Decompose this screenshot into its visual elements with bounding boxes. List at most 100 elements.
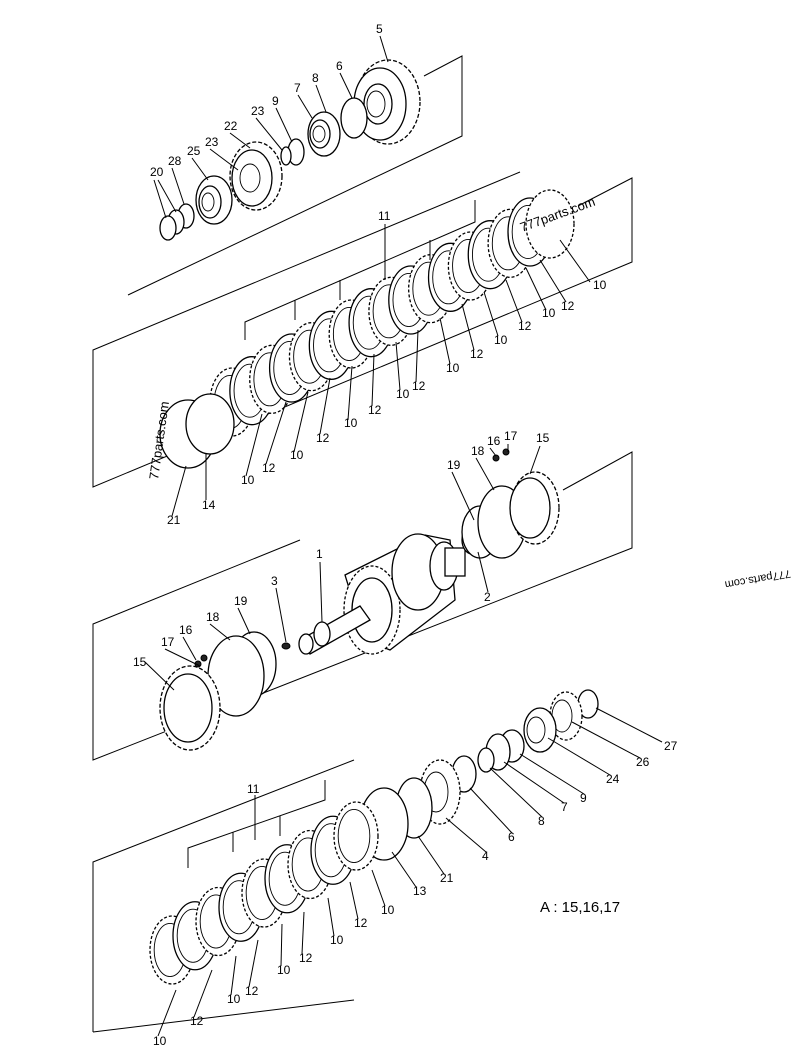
leader-line bbox=[255, 117, 283, 151]
leader-line bbox=[275, 107, 293, 143]
leader-line bbox=[439, 317, 451, 365]
callout-g1-23a: 23 bbox=[251, 104, 265, 118]
plug-part-3 bbox=[281, 642, 291, 650]
leader-line bbox=[315, 84, 327, 113]
leader-line bbox=[571, 721, 641, 759]
leader-line bbox=[157, 179, 177, 213]
leader-line bbox=[547, 737, 611, 776]
leader-line bbox=[230, 955, 237, 996]
callout-g3-18b: 18 bbox=[206, 610, 220, 624]
frame-group-2 bbox=[92, 171, 633, 488]
leader-line bbox=[153, 179, 167, 219]
leader-line bbox=[483, 291, 499, 337]
callout-g2-12b: 12 bbox=[518, 319, 532, 333]
callout-g2-10d: 10 bbox=[446, 361, 460, 375]
callout-g4-12c: 12 bbox=[245, 984, 259, 998]
callout-g1-25: 25 bbox=[187, 144, 201, 158]
callout-g2-10h: 10 bbox=[241, 473, 255, 487]
clutch-group-4-plate-inner bbox=[337, 809, 371, 863]
leader-line bbox=[191, 157, 209, 181]
callout-g2-10c: 10 bbox=[494, 333, 508, 347]
callout-g3-17b: 17 bbox=[161, 635, 175, 649]
leader-line bbox=[275, 587, 287, 643]
group-4-clutch-pack bbox=[149, 801, 379, 985]
leader-line bbox=[280, 923, 283, 967]
leader-line bbox=[519, 753, 585, 795]
callout-g2-11: 11 bbox=[378, 209, 391, 223]
callout-g4-12a: 12 bbox=[354, 916, 368, 930]
leader-line bbox=[371, 353, 375, 407]
callout-g1-23b: 23 bbox=[205, 135, 219, 149]
callout-g3-15b: 15 bbox=[133, 655, 147, 669]
leader-line bbox=[451, 471, 475, 521]
callout-g2-12f: 12 bbox=[316, 431, 330, 445]
leader-line bbox=[371, 869, 386, 907]
callout-g2-10b: 10 bbox=[542, 306, 556, 320]
leader-line bbox=[339, 72, 353, 99]
leader-line bbox=[395, 341, 401, 391]
leader-lines bbox=[144, 35, 663, 1037]
pin-part-17-left bbox=[200, 654, 208, 662]
callout-g4-27: 27 bbox=[664, 739, 678, 753]
leader-line bbox=[182, 636, 197, 661]
leader-line bbox=[379, 35, 389, 63]
leader-line bbox=[559, 239, 591, 283]
plate-part-15-left bbox=[159, 665, 221, 751]
drum-part-1 bbox=[298, 533, 466, 655]
callout-g3-19: 19 bbox=[447, 458, 461, 472]
leader-line bbox=[229, 132, 251, 149]
leader-line bbox=[297, 94, 313, 119]
callout-g2-12c: 12 bbox=[470, 347, 484, 361]
callout-g4-11: 11 bbox=[247, 782, 260, 796]
group-2-end-parts bbox=[159, 189, 575, 469]
callout-g1-28: 28 bbox=[168, 154, 182, 168]
callout-g4-10e: 10 bbox=[153, 1034, 167, 1048]
bearing-part-25 bbox=[195, 175, 233, 225]
frame-group-3 bbox=[92, 451, 633, 761]
leader-line bbox=[209, 148, 239, 171]
leader-line bbox=[293, 391, 309, 453]
leader-line bbox=[245, 413, 263, 477]
watermark-right-edge: 777parts.com bbox=[724, 567, 792, 590]
ring-part-20b bbox=[159, 215, 177, 241]
callout-g4-13: 13 bbox=[413, 884, 427, 898]
callout-g4-24: 24 bbox=[606, 772, 620, 786]
callout-g4-9: 9 bbox=[580, 791, 587, 805]
leader-line bbox=[248, 939, 259, 988]
leader-line bbox=[595, 707, 663, 743]
group-4-callout-bracket bbox=[187, 780, 326, 868]
callout-g3-18: 18 bbox=[471, 444, 485, 458]
leader-line bbox=[489, 447, 497, 457]
callout-g1-5: 5 bbox=[376, 22, 383, 36]
leader-line bbox=[347, 365, 353, 421]
callout-g3-19b: 19 bbox=[234, 594, 248, 608]
group-3-parts bbox=[159, 448, 560, 751]
leader-line bbox=[417, 835, 445, 875]
callout-g4-4: 4 bbox=[482, 849, 489, 863]
callout-g4-21: 21 bbox=[440, 871, 454, 885]
callout-g1-9: 9 bbox=[272, 94, 279, 108]
leader-line bbox=[157, 989, 177, 1037]
leader-line bbox=[265, 401, 287, 465]
pin-part-16-right bbox=[492, 454, 500, 462]
leader-line bbox=[445, 817, 487, 853]
callout-g2-12d: 12 bbox=[412, 379, 426, 393]
leader-line bbox=[349, 881, 359, 920]
leader-line bbox=[489, 767, 543, 818]
bearing-part-7 bbox=[307, 111, 341, 157]
clutch-group-4-plate bbox=[333, 801, 379, 871]
callout-g4-7: 7 bbox=[561, 800, 568, 814]
callout-g1-7: 7 bbox=[294, 81, 301, 95]
leader-line bbox=[144, 661, 175, 691]
leader-line bbox=[171, 167, 185, 205]
ring-part-8-lower bbox=[477, 747, 495, 773]
assembly-note: A : 15,16,17 bbox=[540, 899, 620, 916]
callout-g4-10b: 10 bbox=[330, 933, 344, 947]
leader-line bbox=[469, 787, 513, 834]
callout-g2-10e: 10 bbox=[396, 387, 410, 401]
plate-part-10-end bbox=[525, 189, 575, 259]
ring-part-23 bbox=[280, 146, 292, 166]
callout-g1-8: 8 bbox=[312, 71, 319, 85]
leader-line bbox=[505, 279, 523, 323]
